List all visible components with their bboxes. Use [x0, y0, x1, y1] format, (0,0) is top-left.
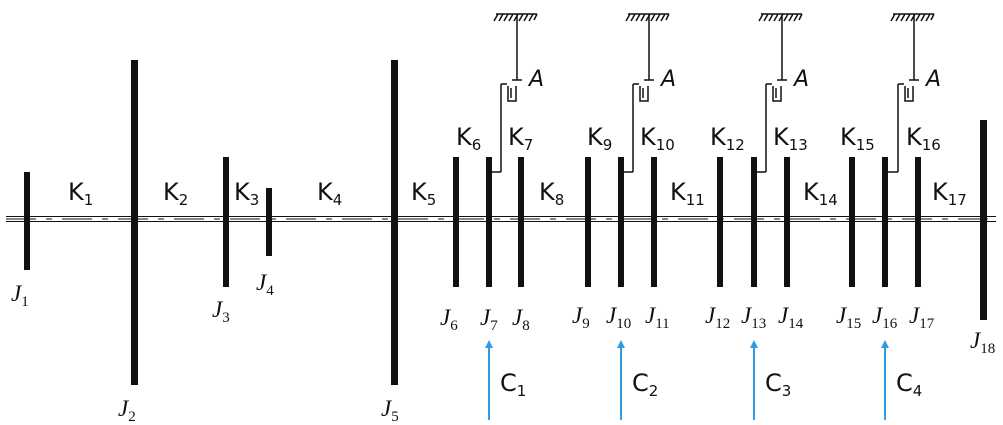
- inertia-label-j4: J4: [256, 270, 274, 299]
- disk-j2: [131, 60, 138, 385]
- excitation-label: C1: [500, 369, 526, 400]
- shaft: [6, 216, 996, 222]
- stiffness-label-k7: K7: [508, 123, 533, 154]
- stiffness-label-k10: K10: [640, 123, 675, 154]
- disk-j12: [717, 157, 723, 287]
- inertia-label-j9: J9: [572, 303, 590, 332]
- ground-hatch-icon: [493, 13, 538, 22]
- inertia-label-j14: J14: [778, 303, 804, 332]
- damper-label: A: [527, 67, 544, 92]
- damper-label: A: [659, 67, 676, 92]
- inertia-disks: [24, 60, 987, 385]
- excitation-labels: C1 C2 C3 C4: [500, 369, 922, 400]
- excitation-label-c2: C2: [632, 369, 658, 400]
- excitation-label-c4: C4: [896, 369, 922, 400]
- inertia-label-j11: J11: [645, 303, 670, 332]
- stiffness-label-k4: K4: [317, 178, 342, 209]
- excitation-label-c1: C1: [500, 369, 526, 400]
- ground-hatch-icon: [625, 13, 670, 22]
- inertia-label-j7: J7: [480, 305, 498, 334]
- inertia-label-j5: J5: [381, 396, 399, 425]
- damper-unit-4: A: [885, 13, 941, 173]
- inertia-label-j6: J6: [440, 305, 458, 334]
- inertia-label-j15: J15: [836, 303, 861, 332]
- stiffness-label-k15: K15: [840, 123, 875, 154]
- inertia-label-j16: J16: [872, 303, 898, 332]
- damper-label: A: [924, 67, 941, 92]
- excitation-label: C4: [896, 369, 922, 400]
- ground-hatch-icon: [758, 13, 803, 22]
- stiffness-label-k16: K16: [906, 123, 941, 154]
- ground-hatch-icon: [890, 13, 935, 22]
- inertia-label-j13: J13: [741, 303, 766, 332]
- stiffness-label-k6: K6: [456, 123, 481, 154]
- excitation-label: C3: [765, 369, 791, 400]
- damper-icon: [897, 14, 919, 172]
- stiffness-label-k14: K14: [803, 178, 838, 209]
- disk-j13: [751, 157, 757, 287]
- damper-unit-3: A: [754, 13, 809, 173]
- stiffness-label-k12: K12: [710, 123, 745, 154]
- stiffness-label-k17: K17: [932, 178, 967, 209]
- damper-label: A: [792, 67, 809, 92]
- disk-j8: [518, 157, 524, 287]
- excitation-label-c3: C3: [765, 369, 791, 400]
- disk-j9: [585, 157, 591, 287]
- inertia-label-j12: J12: [705, 303, 730, 332]
- disk-j18: [980, 120, 987, 320]
- disk-j17: [915, 157, 921, 287]
- stiffness-label-k3: K3: [234, 178, 259, 209]
- damper-unit-2: A: [621, 13, 676, 173]
- damper-unit-1: A: [489, 13, 544, 173]
- stiffness-label-k5: K5: [411, 178, 436, 209]
- disk-j10: [618, 157, 624, 287]
- disk-j4: [266, 188, 272, 256]
- excitation-label: C2: [632, 369, 658, 400]
- disk-j1: [24, 172, 30, 270]
- inertia-label-j17: J17: [909, 303, 935, 332]
- inertia-label-j8: J8: [512, 305, 530, 334]
- stiffness-label-k9: K9: [587, 123, 612, 154]
- disk-j5: [391, 60, 398, 385]
- inertia-label-j3: J3: [212, 297, 230, 326]
- disk-j7: [486, 157, 492, 287]
- damper-icon: [765, 14, 787, 172]
- inertia-label-j10: J10: [606, 303, 631, 332]
- damper-icon: [500, 14, 522, 172]
- inertia-label-j18: J18: [970, 328, 995, 357]
- excitation-arrows: [485, 340, 889, 420]
- inertia-label-j1: J1: [11, 281, 29, 310]
- inertia-labels: J1 J2 J3 J4 J5 J6 J7 J8 J9 J10 J11 J12 J…: [11, 270, 995, 425]
- disk-j6: [453, 157, 459, 287]
- disk-j15: [849, 157, 855, 287]
- disk-j16: [882, 157, 888, 287]
- stiffness-labels: K1 K2 K3 K4 K5 K6 K7 K8 K9 K10 K11 K12 K…: [68, 123, 967, 209]
- disk-j14: [784, 157, 790, 287]
- stiffness-label-k13: K13: [773, 123, 808, 154]
- stiffness-label-k8: K8: [539, 178, 564, 209]
- stiffness-label-k2: K2: [163, 178, 188, 209]
- disk-j3: [223, 157, 229, 287]
- stiffness-label-k11: K11: [670, 178, 705, 209]
- disk-j11: [651, 157, 657, 287]
- damper-icon: [632, 14, 654, 172]
- stiffness-label-k1: K1: [68, 178, 93, 209]
- inertia-label-j2: J2: [118, 396, 136, 425]
